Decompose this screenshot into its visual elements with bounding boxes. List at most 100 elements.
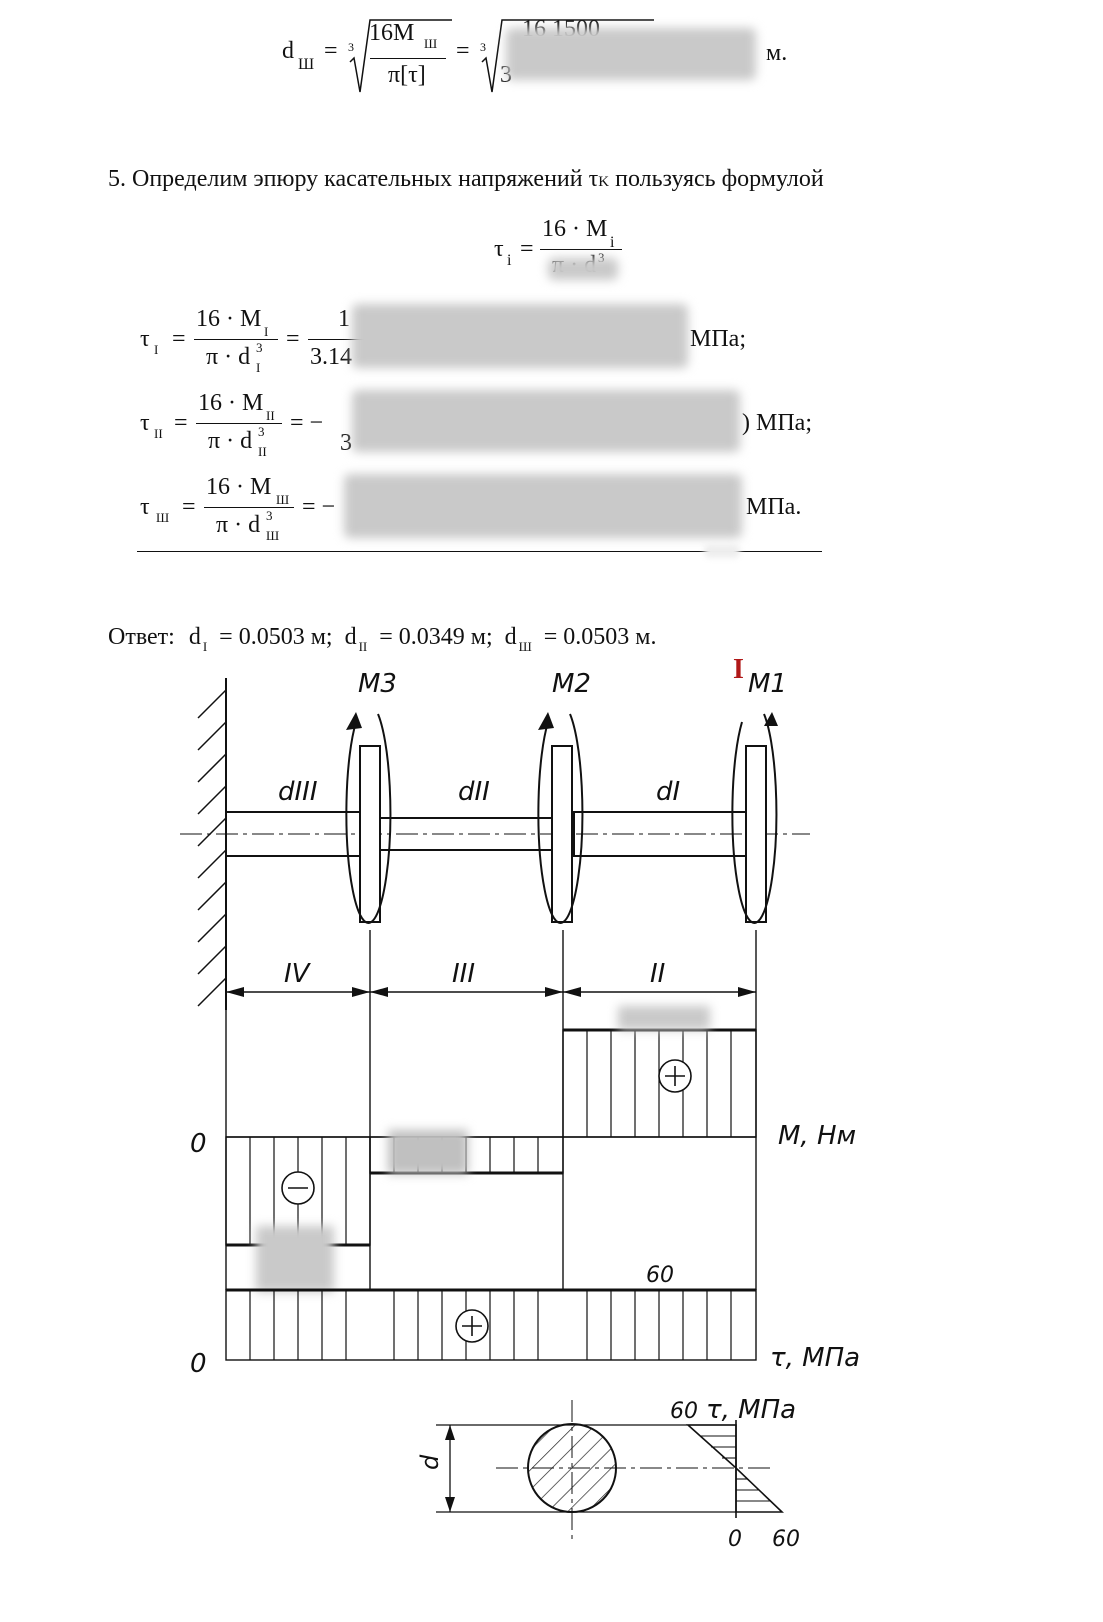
answer-d2-sub: II — [358, 639, 368, 654]
heading-text: 5. Определим эпюру касательных напряжени… — [108, 166, 599, 192]
tau-value-label: 60 — [646, 1263, 674, 1288]
gf-den-sup: 3 — [598, 250, 605, 266]
answer-d3: d — [504, 624, 517, 650]
tau-den: π · d — [206, 344, 251, 370]
arrow-heads — [346, 712, 778, 730]
moment-arrows — [345, 713, 778, 924]
tau-eq: = — [172, 326, 186, 352]
redacted-value — [352, 304, 688, 368]
redacted-den — [548, 258, 618, 280]
formula-d3-eq2: = — [456, 38, 470, 64]
cross-d-label: d — [416, 1454, 444, 1470]
answer-d2-val: = 0.0349 м; — [379, 624, 493, 650]
tau-lhs-sub: Ш — [156, 510, 170, 525]
dimension-arrowheads — [226, 987, 756, 997]
formula-d3-num-sub: Ш — [424, 36, 438, 51]
redacted-value — [344, 474, 742, 538]
answer-label: Ответ: — [108, 624, 175, 650]
tau-eq2: = − — [290, 410, 324, 436]
cross-bottom-zero: 0 — [728, 1527, 742, 1552]
heading-tail: пользуясь формулой — [609, 166, 824, 192]
label-section-iii: III — [452, 959, 475, 989]
label-m1: M1 — [748, 669, 787, 699]
gf-num: 16 · M — [542, 216, 608, 242]
gf-eq: = — [520, 236, 534, 262]
tau-axis-label: τ, МПа — [770, 1343, 860, 1373]
tau-num: 16 · M — [206, 474, 272, 500]
redacted-value — [506, 28, 756, 80]
tau-den: π · d — [208, 428, 253, 454]
label-section-iv: IV — [284, 959, 312, 989]
tau-num-sub: I — [264, 324, 269, 339]
tau-diagram — [225, 1288, 757, 1361]
gf-num-sub: i — [610, 234, 615, 251]
moment-zero: 0 — [190, 1129, 207, 1159]
moment-axis-label: M, Нм — [778, 1121, 856, 1151]
tau-eq: = — [182, 494, 196, 520]
disks — [359, 745, 767, 923]
tau-fraction-line — [204, 507, 294, 508]
radical-sign — [349, 19, 452, 93]
tau-result: МПа. — [746, 494, 802, 520]
tau-num2: 1 — [338, 306, 350, 332]
tau-lhs: τ — [140, 410, 150, 436]
label-d1: dI — [656, 777, 680, 807]
formula-d3-num: 16M — [369, 20, 415, 46]
tau-fraction-line — [196, 423, 282, 424]
formula-d3-unit: м. — [766, 40, 788, 66]
tau-num: 16 · M — [196, 306, 262, 332]
heading-sub: K — [598, 174, 610, 190]
redacted-moment-value — [256, 1226, 334, 1292]
cross-tau-label: τ, МПа — [706, 1395, 796, 1425]
tau-result: ) МПа; — [742, 410, 812, 436]
cross-section — [436, 1400, 784, 1540]
tau-num: 16 · M — [198, 390, 264, 416]
radical-sign-2 — [481, 19, 654, 93]
separator-line — [137, 551, 822, 552]
tau-lhs: τ — [140, 494, 150, 520]
tau-lhs-sub: I — [154, 342, 159, 357]
tau-eq: = — [174, 410, 188, 436]
label-m3: M3 — [358, 669, 397, 699]
fixed-wall — [197, 678, 227, 1010]
gf-lhs-sub: i — [507, 252, 512, 269]
formula-d3-eq: = — [324, 38, 338, 64]
tau-den-sub: II — [258, 444, 267, 459]
answer-d2: d — [344, 624, 357, 650]
text-cursor-icon: I — [733, 654, 744, 685]
gf-fraction-line — [540, 249, 622, 250]
tau-den2: 3.14 — [310, 344, 352, 370]
cross-bottom-value: 60 — [772, 1527, 800, 1552]
redacted-value — [352, 390, 740, 452]
answer-d1: d — [188, 624, 201, 650]
answer-d3-sub: Ш — [518, 639, 532, 654]
tau-lhs: τ — [140, 326, 150, 352]
answer-d1-sub: I — [202, 639, 208, 654]
tau-den-sup: 3 — [258, 424, 265, 439]
redacted-moment-value — [388, 1130, 468, 1174]
label-d3: dIII — [278, 777, 318, 807]
label-m2: M2 — [552, 669, 591, 699]
gf-lhs: τ — [494, 236, 504, 262]
fraction-line — [370, 58, 446, 59]
tau-den2: 3 — [340, 430, 352, 456]
tau-num-sub: Ш — [276, 492, 290, 507]
root-index: 3 — [348, 40, 354, 54]
root-index-2: 3 — [480, 40, 486, 54]
tau-result: МПа; — [690, 326, 746, 352]
moment-signs — [281, 1059, 692, 1205]
tau-den-sup: 3 — [256, 340, 263, 355]
tau-eq2: = — [286, 326, 300, 352]
tau-num-sub: II — [266, 408, 275, 423]
formula-d3-lhs: d — [282, 38, 294, 64]
redacted-mark — [704, 544, 740, 558]
tau-den-sub: I — [256, 360, 261, 375]
tau-den-sub: Ш — [266, 528, 280, 543]
formula-d3-lhs-sub: Ш — [298, 56, 315, 73]
answer-d3-val: = 0.0503 м. — [543, 624, 657, 650]
section-5-heading: 5. Определим эпюру касательных напряжени… — [108, 166, 824, 193]
label-section-ii: II — [650, 959, 665, 989]
formula-d3-den: π[τ] — [388, 62, 426, 88]
